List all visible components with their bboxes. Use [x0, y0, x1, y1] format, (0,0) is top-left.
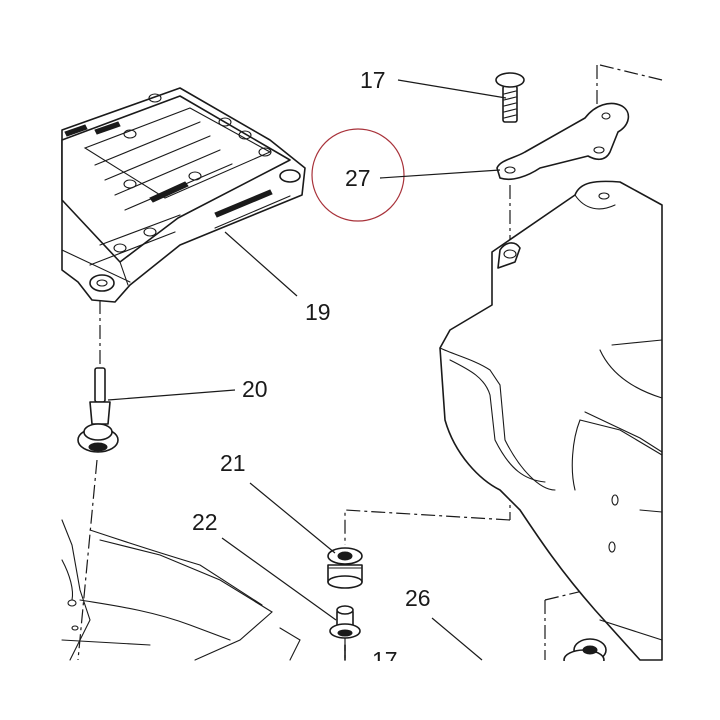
- bushing-22: [329, 605, 361, 639]
- callout-26: 26: [405, 585, 431, 611]
- right-margin: [663, 0, 720, 720]
- control-unit-19: [61, 87, 306, 303]
- bottom-margin: [0, 661, 720, 720]
- callout-22: 22: [192, 509, 218, 535]
- callout-19: 19: [305, 299, 331, 325]
- highlight-circle-27: [311, 128, 405, 222]
- leader-lines: [107, 79, 507, 661]
- callout-21: 21: [220, 450, 246, 476]
- base-plate-bottom-left: [61, 519, 301, 661]
- bracket-27: [496, 102, 630, 181]
- rubber-mount-21: [327, 547, 363, 589]
- callout-27: 27: [345, 165, 371, 191]
- callout-17-top: 17: [360, 67, 386, 93]
- housing-tray: [439, 180, 663, 661]
- callout-20: 20: [242, 376, 268, 402]
- bolt-17-top: [495, 72, 525, 123]
- stud-20: [77, 367, 119, 453]
